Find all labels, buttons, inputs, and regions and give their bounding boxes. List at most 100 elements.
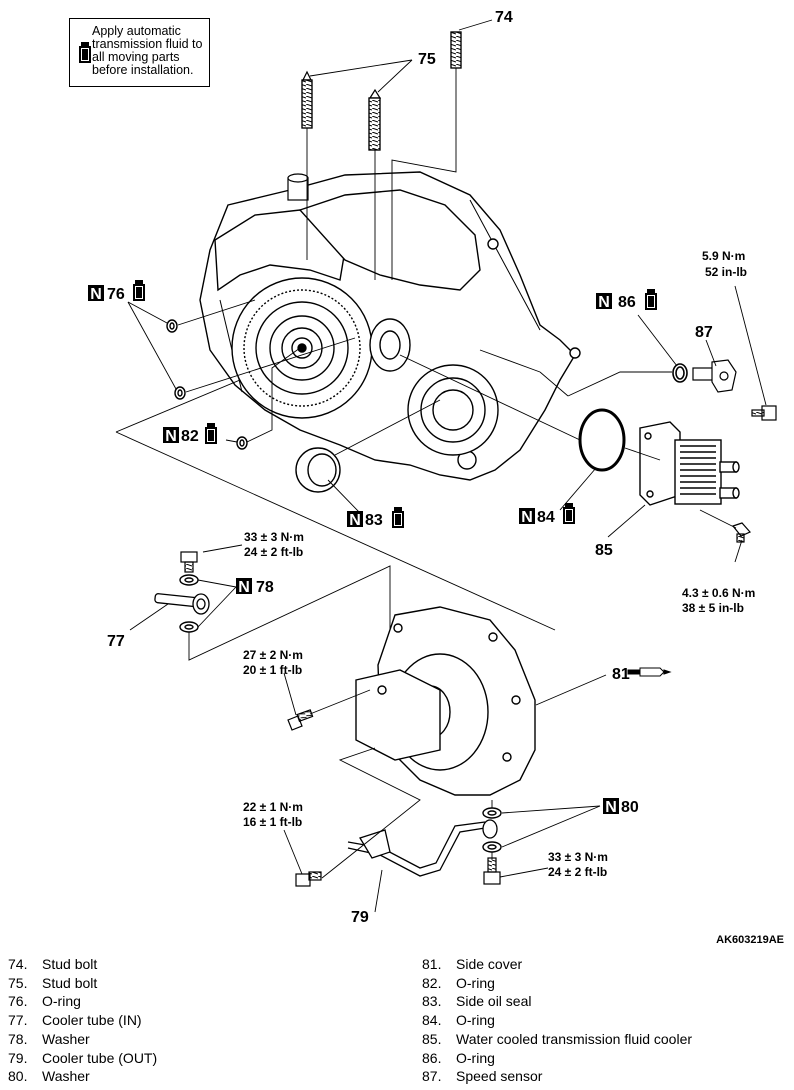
legend-label: Washer (42, 1068, 90, 1085)
legend-label: Side cover (456, 956, 523, 972)
fluid-can-icon (79, 42, 91, 63)
stud-bolt-74 (450, 31, 462, 69)
side-cover-81 (355, 606, 536, 796)
cooler-tube-out-79 (347, 819, 498, 877)
torque-85-nm: 4.3 ± 0.6 N·m (682, 586, 755, 600)
legend-item: 79.Cooler tube (OUT) (8, 1049, 157, 1068)
reuse-n-icon: N (519, 508, 535, 526)
legend-number: 85. (422, 1030, 442, 1047)
legend-number: 80. (8, 1068, 28, 1085)
cooler-tube-in-77 (154, 593, 210, 615)
callout-83: 83 (365, 512, 383, 529)
sensor-bolt (751, 405, 777, 421)
torque-87-in: 52 in-lb (705, 265, 747, 279)
callout-82: 82 (181, 428, 199, 445)
legend-item: 74.Stud bolt (8, 955, 157, 974)
o-ring-84 (578, 408, 626, 472)
legend-item: 76. O-ring (8, 992, 157, 1011)
bolt-77 (180, 551, 198, 573)
torque-85-in: 38 ± 5 in-lb (682, 601, 744, 615)
legend-label: Cooler tube (IN) (42, 1012, 142, 1029)
legend-label: Side oil seal (456, 993, 532, 1010)
legend-label: O-ring (42, 993, 81, 1010)
washer-78 (179, 574, 199, 633)
legend-number: 83. (422, 993, 442, 1010)
legend-item: 86. O-ring (422, 1049, 692, 1068)
legend-label: O-ring (456, 1049, 495, 1066)
legend-label: Washer (42, 1030, 90, 1047)
callout-81: 81 (612, 666, 630, 683)
torque-77-ft: 24 ± 2 ft-lb (244, 545, 303, 559)
fluid-can-icon (645, 289, 657, 310)
svg-text:N: N (165, 428, 177, 445)
sealant-tube-icon (627, 667, 672, 677)
legend-number: 74. (8, 956, 28, 972)
reuse-n-icon: N (88, 285, 104, 303)
callout-78: 78 (256, 579, 274, 596)
legend-label: Water cooled transmission fluid cooler (456, 1030, 693, 1047)
legend-item: 78. Washer (8, 1030, 157, 1049)
speed-sensor-87 (692, 359, 737, 393)
exploded-diagram: N N N N N N N 74 75 76 86 87 82 83 84 85… (88, 9, 777, 926)
stud-bolt-75b (368, 88, 382, 151)
bolt-80 (483, 857, 501, 885)
svg-text:N: N (90, 286, 102, 303)
legend-label: O-ring (456, 974, 495, 991)
side-cover-bolt (287, 709, 314, 731)
legend-item: 83. Side oil seal (422, 992, 692, 1011)
legend-number: 77. (8, 1012, 28, 1029)
svg-text:N: N (238, 579, 250, 596)
legend-right: 81.Side cover 82.O-ring 83. Side oil seal… (422, 955, 692, 1086)
callout-86: 86 (618, 294, 636, 311)
callout-77: 77 (107, 633, 125, 650)
legend-item: 85. Water cooled transmission fluid coole… (422, 1030, 692, 1049)
bolt-79 (295, 871, 322, 887)
legend-number: 76. (8, 993, 28, 1010)
o-ring-86 (672, 363, 688, 383)
legend-item: 82.O-ring (422, 974, 692, 993)
torque-81-nm: 27 ± 2 N·m (243, 648, 303, 662)
callout-75: 75 (418, 51, 436, 68)
svg-text:N: N (598, 294, 610, 311)
legend-number: 86. (422, 1049, 442, 1066)
reuse-n-icon: N (236, 578, 252, 596)
torque-77-nm: 33 ± 3 N·m (244, 530, 304, 544)
reuse-n-icon: N (603, 798, 619, 816)
legend-number: 78. (8, 1030, 28, 1047)
legend-label: O-ring (456, 1012, 495, 1029)
fluid-can-icon (563, 503, 575, 524)
cooler-bolt (731, 522, 751, 543)
torque-87-nm: 5.9 N·m (702, 249, 745, 263)
torque-79a-nm: 22 ± 1 N·m (243, 800, 303, 814)
legend-item: 81.Side cover (422, 955, 692, 974)
fluid-cooler-85 (639, 421, 740, 506)
callout-80: 80 (621, 799, 639, 816)
svg-text:N: N (605, 799, 617, 816)
torque-81-ft: 20 ± 1 ft-lb (243, 663, 302, 677)
fluid-note-box: Apply automatic transmission fluid to al… (69, 18, 210, 87)
legend-item: 77. Cooler tube (IN) (8, 1011, 157, 1030)
differential-bore (369, 318, 499, 456)
torque-79b-nm: 33 ± 3 N·m (548, 850, 608, 864)
fluid-can-icon (392, 507, 404, 528)
fluid-note-text: Apply automatic transmission fluid to al… (92, 24, 203, 77)
legend-item: 80. Washer (8, 1067, 157, 1086)
legend-label: Cooler tube (OUT) (42, 1049, 158, 1066)
legend-number: 84. (422, 1012, 442, 1029)
torque-79b-ft: 24 ± 2 ft-lb (548, 865, 607, 879)
torque-79a-ft: 16 ± 1 ft-lb (243, 815, 302, 829)
legend-item: 87.Speed sensor (422, 1067, 692, 1086)
reuse-n-icon: N (596, 293, 612, 311)
svg-text:N: N (349, 512, 361, 529)
o-ring-82 (236, 436, 248, 450)
callout-74: 74 (495, 9, 513, 26)
o-ring-76 (166, 319, 186, 400)
callout-84: 84 (537, 509, 555, 526)
reuse-n-icon: N (347, 511, 363, 529)
stud-bolt-75a (301, 70, 313, 129)
svg-text:N: N (521, 509, 533, 526)
legend-item: 75.Stud bolt (8, 974, 157, 993)
callout-76: 76 (107, 286, 125, 303)
legend-left: 74.Stud bolt 75.Stud bolt 76. O-ring 77. C… (8, 955, 157, 1086)
